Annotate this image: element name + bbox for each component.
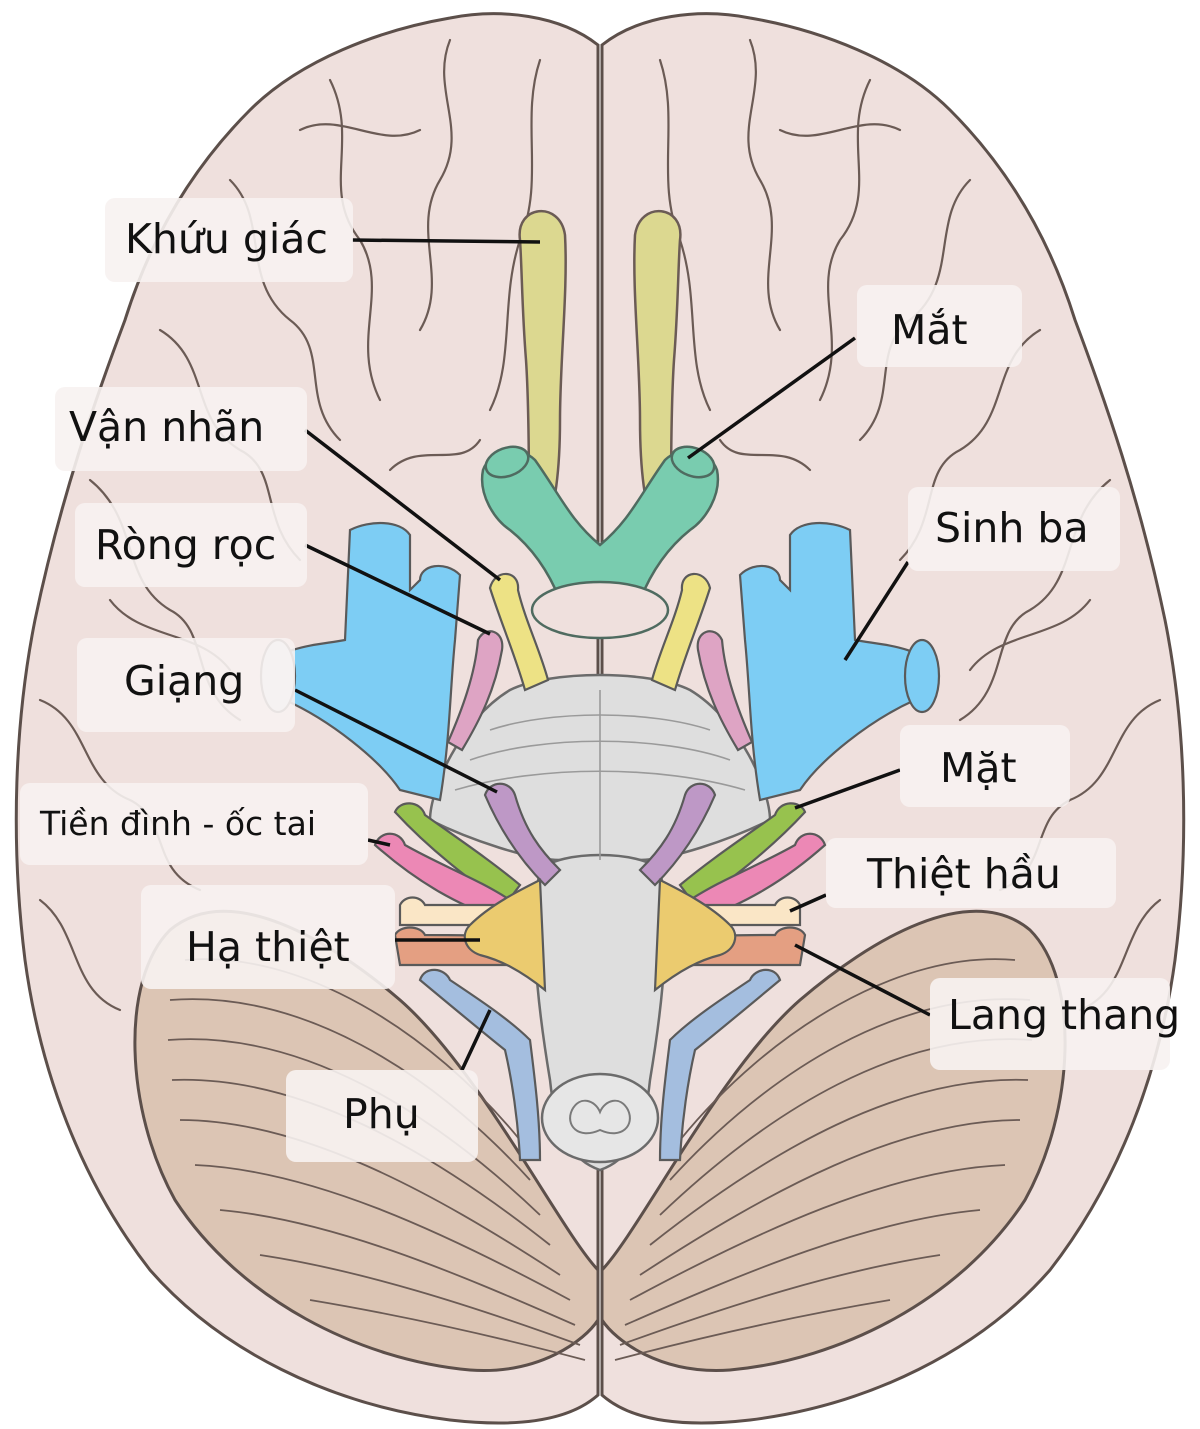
leader-olfactory [351, 238, 541, 244]
label-box-optic [857, 285, 1022, 367]
optic-chiasm [480, 450, 720, 602]
label-trochlear: Ròng rọc [95, 521, 276, 569]
trochlear-nerve-right [696, 630, 754, 752]
pons-lines [454, 690, 746, 860]
olfactory-nerve [518, 209, 682, 532]
label-box-olfactory [105, 198, 353, 282]
label-box-abducens [77, 638, 295, 732]
label-abducens: Giạng [124, 657, 244, 705]
leader-glossopharyngeal [789, 893, 827, 913]
vestibulocochlear-nerve-right [688, 832, 827, 922]
optic-nerve-end-left [484, 445, 530, 479]
abducens-nerve-right [638, 782, 717, 887]
leader-facial [794, 768, 901, 810]
vestibulocochlear-nerve-left [373, 832, 512, 922]
oculomotor-nerve-right [650, 572, 712, 692]
label-box-facial [900, 725, 1070, 807]
label-box-glossopharyngeal [826, 838, 1116, 908]
abducens-nerve-left [483, 782, 562, 887]
label-trigeminal: Sinh ba [935, 504, 1089, 552]
pituitary-stalk [530, 580, 670, 640]
facial-nerve-right [678, 802, 807, 907]
label-box-hypoglossal [141, 885, 395, 989]
label-facial: Mặt [940, 744, 1017, 792]
leader-vestibulocochlear [367, 838, 391, 847]
hypoglossal-nerve-right [653, 878, 737, 993]
label-boxes [20, 198, 1170, 1162]
label-vagus: Lang thang [948, 991, 1180, 1039]
leader-oculomotor [303, 428, 502, 582]
leader-trigeminal [843, 561, 910, 661]
facial-nerve-left [393, 802, 522, 907]
label-box-vagus [930, 978, 1170, 1070]
label-glossopharyngeal: Thiệt hầu [866, 850, 1061, 898]
trigeminal-end-right [903, 638, 941, 714]
spinal-cord [540, 1072, 660, 1164]
optic-nerve [480, 445, 720, 640]
label-olfactory: Khứu giác [125, 215, 328, 263]
nerves-right [638, 521, 941, 1162]
leader-accessory [460, 1009, 492, 1071]
label-oculomotor: Vận nhãn [69, 403, 264, 451]
accessory-nerve-left [418, 968, 542, 1162]
hypoglossal-nerve-left [463, 878, 547, 993]
oculomotor-nerve-left [488, 572, 550, 692]
label-hypoglossal: Hạ thiệt [186, 923, 350, 971]
label-texts: Khứu giác Mắt Vận nhãn Ròng rọc Sinh ba … [39, 215, 1180, 1138]
label-vestibulocochlear: Tiền đình - ốc tai [39, 804, 316, 843]
leader-optic [686, 336, 857, 460]
trochlear-nerve-left [446, 630, 504, 752]
spinal-grey-matter [569, 1099, 631, 1135]
label-box-vestibulocochlear [20, 783, 368, 865]
accessory-nerve-right [658, 968, 782, 1162]
label-optic: Mắt [891, 306, 968, 354]
cerebellum-folia [167, 958, 1033, 1361]
leader-vagus [794, 943, 931, 1017]
label-box-trochlear [75, 503, 307, 587]
label-box-oculomotor [55, 387, 307, 471]
label-accessory: Phụ [343, 1090, 420, 1138]
leader-lines [294, 238, 931, 1071]
leader-abducens [294, 688, 498, 794]
leader-trochlear [304, 543, 491, 636]
label-box-trigeminal [908, 487, 1120, 571]
label-box-accessory [286, 1070, 478, 1162]
